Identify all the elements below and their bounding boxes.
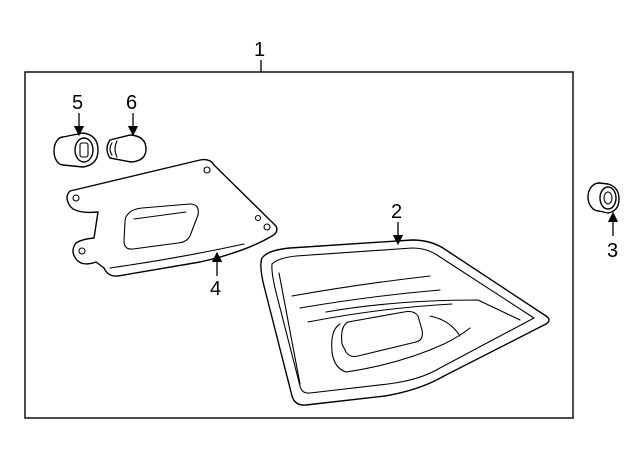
callout-label-back-cover-plate: 4 [210, 278, 221, 300]
callout-lamp-lens-housing: 2 [391, 201, 404, 246]
callout-label-lamp-lens-housing: 2 [391, 201, 402, 223]
callout-bulb: 6 [126, 92, 139, 137]
part-bulb-socket [53, 132, 99, 168]
part-bulb [106, 134, 147, 163]
callout-grommet: 3 [607, 211, 619, 262]
assembly-frame [24, 71, 574, 419]
callout-back-cover-plate: 4 [210, 251, 223, 300]
callout-label-bulb-socket: 5 [72, 92, 83, 114]
callout-bulb-socket: 5 [72, 92, 85, 137]
callout-label-assembly: 1 [254, 39, 265, 61]
callout-label-grommet: 3 [607, 240, 618, 262]
part-lamp-lens-housing [260, 239, 550, 406]
callout-label-bulb: 6 [126, 92, 137, 114]
part-back-cover-plate [66, 158, 278, 277]
callout-assembly: 1 [254, 39, 265, 72]
part-grommet [587, 182, 620, 214]
